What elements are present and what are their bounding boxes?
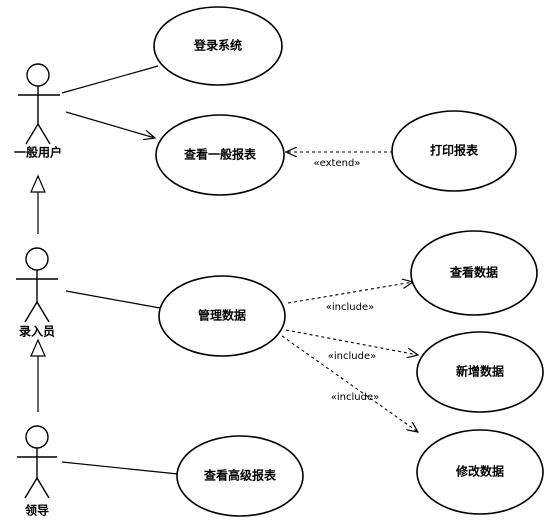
include-manage-to-add — [285, 329, 418, 355]
svg-text:查看高级报表: 查看高级报表 — [203, 468, 277, 483]
actor-entry — [16, 247, 58, 323]
assoc-user-login — [61, 65, 159, 94]
actor-entry-label: 录入员 — [19, 325, 55, 339]
include-label-add: «include» — [328, 351, 376, 362]
usecase-add-data: 新增数据 — [416, 331, 544, 413]
usecase-view-report: 查看一般报表 — [155, 114, 285, 196]
usecase-login: 登录系统 — [153, 6, 283, 86]
generalization-arrowhead-user — [30, 174, 46, 193]
actor-leader — [17, 425, 57, 499]
svg-text:查看一般报表: 查看一般报表 — [183, 147, 257, 162]
svg-text:登录系统: 登录系统 — [193, 38, 242, 53]
include-label-query: «include» — [326, 302, 374, 313]
svg-text:管理数据: 管理数据 — [198, 308, 246, 323]
usecase-senior-report: 查看高级报表 — [176, 435, 304, 517]
usecase-manage-data: 管理数据 — [158, 275, 286, 357]
include-manage-to-edit — [281, 335, 418, 432]
assoc-leader-senior-report — [61, 461, 179, 475]
usecase-edit-data: 修改数据 — [416, 429, 544, 515]
actor-user-label: 一般用户 — [14, 145, 62, 160]
assoc-user-view-report — [65, 111, 155, 138]
svg-text:修改数据: 修改数据 — [455, 464, 504, 479]
svg-text:查看数据: 查看数据 — [449, 265, 498, 280]
svg-text:新增数据: 新增数据 — [456, 364, 504, 379]
extend-label: «extend» — [314, 158, 361, 169]
usecase-query-data: 查看数据 — [410, 230, 538, 316]
svg-text:打印报表: 打印报表 — [430, 143, 479, 158]
assoc-entry-manage-data — [65, 290, 161, 309]
usecase-print-report: 打印报表 — [391, 110, 517, 192]
generalization-arrowhead-entry — [30, 338, 46, 357]
include-label-edit: «include» — [331, 392, 379, 403]
actor-leader-label: 领导 — [25, 503, 49, 518]
actor-user — [18, 63, 60, 145]
include-manage-to-query — [287, 282, 413, 304]
